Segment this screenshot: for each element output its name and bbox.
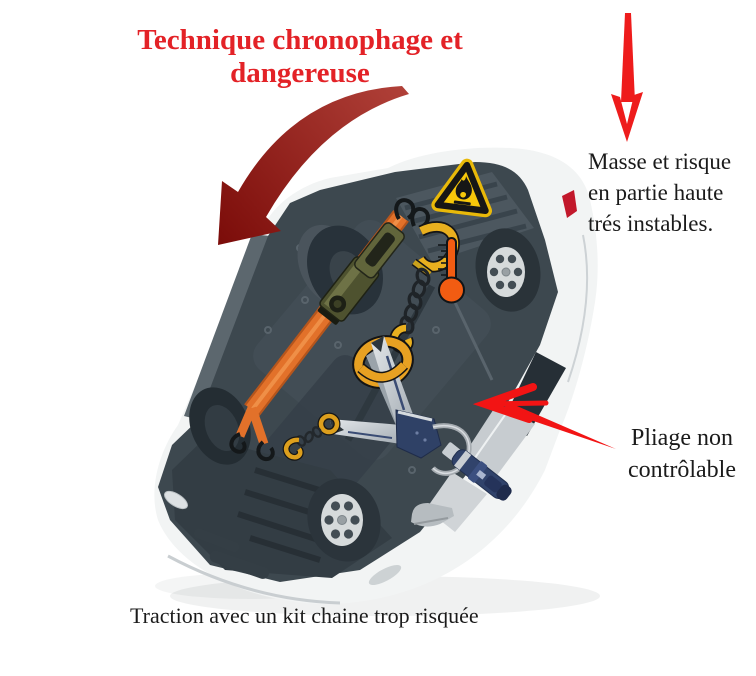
rotation-arrow-icon — [218, 86, 409, 245]
hydraulic-spreader-tool — [330, 336, 512, 501]
wheel-rear-right — [475, 228, 541, 312]
ratchet-buckle — [317, 222, 405, 325]
small-chain-kit — [282, 412, 341, 461]
flammable-warning-icon — [431, 158, 493, 218]
caption: Traction avec un kit chaine trop risquée — [130, 603, 479, 628]
page-title: Technique chronophage et dangereuse — [137, 24, 463, 89]
side-mirror — [411, 503, 454, 527]
tool-cylinder — [442, 442, 512, 501]
strap-hooks — [229, 198, 430, 462]
front-bumper — [164, 490, 402, 605]
annotation-pliage: Pliage non contrôlable — [628, 425, 736, 483]
pointer-arrow-icon — [472, 383, 616, 449]
down-arrow-icon — [611, 13, 643, 142]
wheel-front-center — [307, 478, 381, 562]
ratchet-strap — [229, 198, 430, 462]
tail-light — [562, 190, 577, 218]
annotation-masse: Masse et risque en partie haute trés ins… — [588, 149, 732, 236]
thermometer-icon — [438, 237, 465, 304]
rocker-panel — [184, 234, 270, 420]
chain — [399, 267, 431, 335]
